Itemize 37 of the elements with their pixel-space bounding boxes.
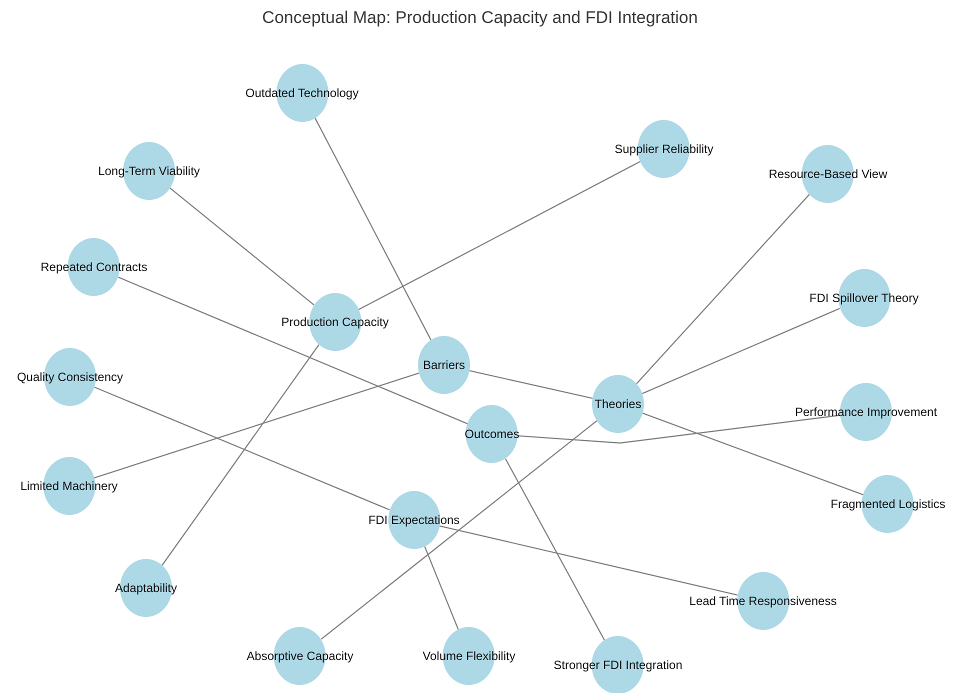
connector-line [504, 458, 606, 641]
node-label: Performance Improvement [794, 405, 938, 419]
node-label: Long-Term Viability [98, 164, 200, 178]
connector-line [642, 308, 840, 394]
node-label: FDI Expectations [368, 513, 460, 527]
node-label: Repeated Contracts [40, 260, 148, 274]
node-label: Absorptive Capacity [246, 649, 354, 663]
connector-line [94, 386, 390, 510]
connector-line [162, 344, 320, 566]
node-label: Theories [594, 397, 642, 411]
node-label: Outdated Technology [245, 86, 359, 100]
connector-line [424, 546, 459, 630]
connector-line [320, 420, 598, 640]
connector-line [170, 188, 314, 306]
node-label: Supplier Reliability [614, 142, 714, 156]
node-label: Stronger FDI Integration [554, 658, 682, 672]
connector-line [439, 525, 738, 596]
connector-line [518, 414, 840, 444]
node-label: Fragmented Logistics [830, 497, 946, 511]
connector-line [636, 194, 810, 384]
connector-line [314, 118, 432, 340]
node-label: Volume Flexibility [422, 649, 516, 663]
node-label: Adaptability [114, 581, 178, 595]
node-label: Resource-Based View [768, 167, 888, 181]
connector-line [118, 276, 468, 424]
connector-line [469, 370, 593, 399]
node-label: FDI Spillover Theory [809, 291, 919, 305]
diagram-title: Conceptual Map: Production Capacity and FDI Integration [261, 8, 699, 28]
node-label: Barriers [422, 358, 465, 372]
connector-line [94, 372, 420, 479]
node-label: Quality Consistency [16, 370, 124, 384]
connector-line [358, 160, 641, 310]
node-label: Outcomes [464, 427, 520, 441]
node-label: Lead Time Responsiveness [689, 594, 837, 608]
connector-line [642, 412, 864, 496]
node-label: Limited Machinery [20, 479, 118, 493]
node-label: Production Capacity [281, 315, 389, 329]
